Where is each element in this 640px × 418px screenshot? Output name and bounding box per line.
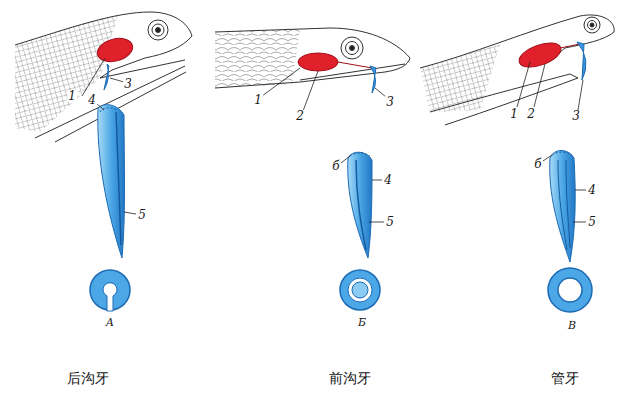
callout-number: 2 bbox=[295, 110, 305, 122]
callout-number: 1 bbox=[253, 94, 263, 106]
fang-drawing bbox=[97, 104, 586, 262]
callout-number: 1 bbox=[67, 90, 77, 102]
callout-number: 5 bbox=[137, 209, 147, 221]
snake-head bbox=[215, 28, 410, 111]
callout-number: б bbox=[533, 158, 542, 170]
callout-number: 5 bbox=[587, 216, 597, 228]
callout-number: 4 bbox=[87, 94, 97, 106]
callout-number: 3 bbox=[385, 96, 395, 108]
callout-number: 3 bbox=[123, 78, 133, 90]
callout-number: 1 bbox=[509, 108, 519, 120]
section-letter: Б bbox=[358, 317, 366, 328]
fang-type-caption: 后沟牙 bbox=[67, 371, 109, 385]
callout-number: 2 bbox=[526, 108, 536, 120]
fang-type-caption: 管牙 bbox=[551, 371, 579, 385]
snake-head bbox=[420, 15, 614, 125]
callout-number: 5 bbox=[385, 216, 395, 228]
section-letter: В bbox=[568, 320, 576, 331]
callout-number: б bbox=[331, 160, 340, 172]
section-letter: А bbox=[106, 317, 114, 328]
callout-number: 4 bbox=[587, 184, 597, 196]
fang-type-caption: 前沟牙 bbox=[329, 371, 371, 385]
fang-cross-section bbox=[90, 268, 592, 312]
callout-number: 3 bbox=[571, 110, 581, 122]
callout-number: 4 bbox=[383, 174, 393, 186]
